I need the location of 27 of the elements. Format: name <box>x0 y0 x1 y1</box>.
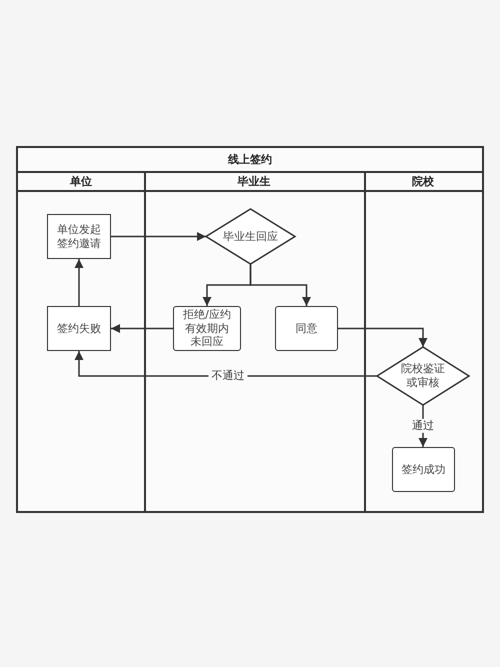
swimlane-title: 线上签约 <box>18 148 482 173</box>
node-text: 毕业生回应 <box>223 230 278 244</box>
decision-diamond <box>206 209 295 264</box>
node-text: 单位发起签约邀请 <box>56 222 102 250</box>
lane-header: 毕业生 <box>144 173 364 192</box>
node-text: 签约成功 <box>402 462 446 476</box>
node-text: 同意 <box>296 322 318 336</box>
process-box <box>275 306 338 351</box>
node-text: 签约失败 <box>57 322 101 336</box>
connector-arrow <box>111 324 173 333</box>
swimlane-pool <box>16 146 484 513</box>
connector-arrow <box>338 328 428 347</box>
lane-header: 院校 <box>364 173 482 192</box>
node-text: 拒绝/应约有效期内未回应 <box>182 308 232 350</box>
lane-header: 单位 <box>18 173 144 192</box>
process-box <box>47 306 111 351</box>
connector-arrow <box>111 232 206 241</box>
process-box <box>173 306 241 351</box>
connector-arrow <box>74 259 84 306</box>
connector-arrow <box>250 264 311 306</box>
process-box <box>47 214 111 259</box>
swimlane <box>144 173 364 511</box>
node-text: 院校鉴证或审核 <box>400 362 446 390</box>
edge-label: 不通过 <box>208 368 248 384</box>
swimlane <box>364 173 482 511</box>
process-box <box>392 447 455 492</box>
decision-diamond <box>377 347 469 405</box>
